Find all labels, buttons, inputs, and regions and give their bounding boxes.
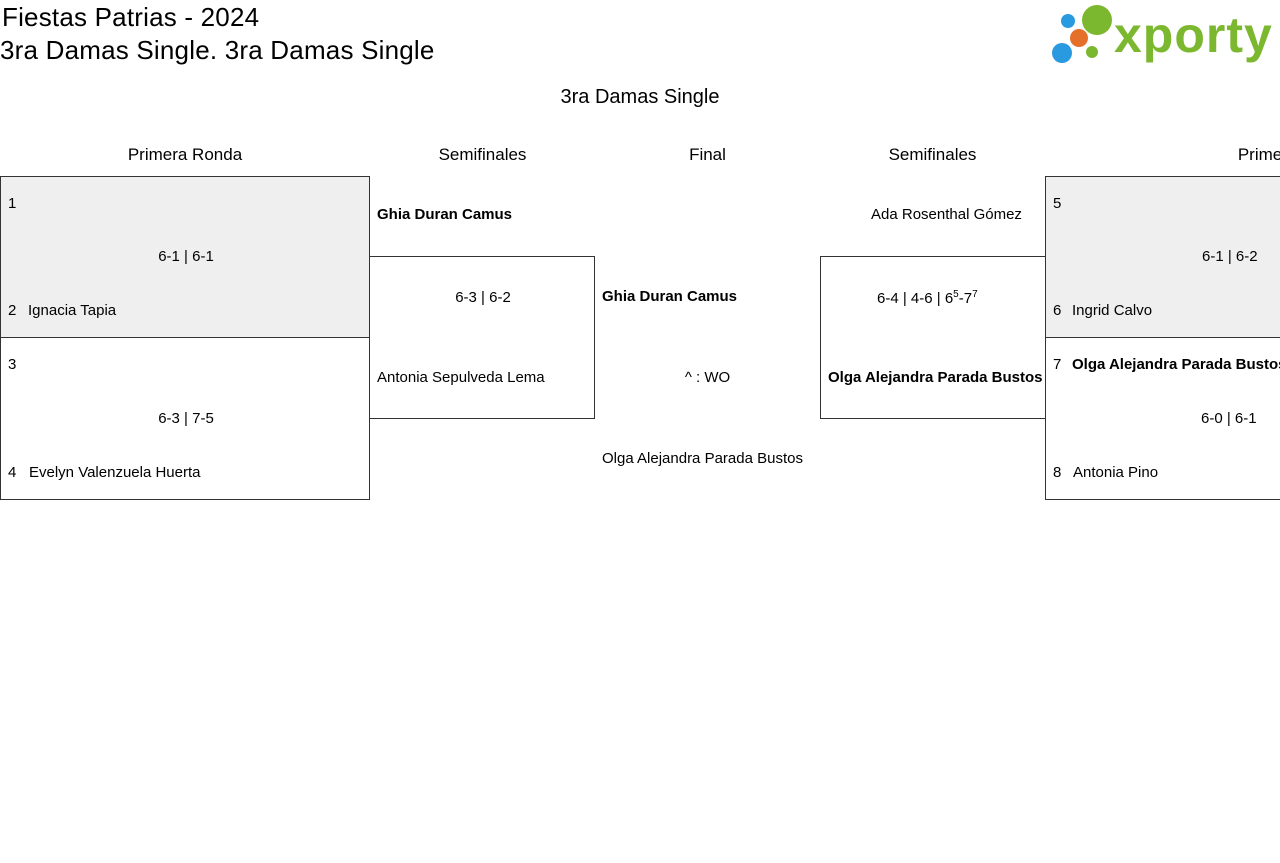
- right-first-match-1[interactable]: 5 6-1 | 6-2 6 Ingrid Calvo: [1045, 176, 1280, 338]
- seed-number: 5: [1053, 195, 1062, 212]
- seed-number: 8: [1053, 464, 1062, 481]
- score-prefix: 6-4 | 4-6 | 6: [877, 290, 954, 307]
- round-header-right-semi: Semifinales: [888, 145, 977, 164]
- player-name[interactable]: Evelyn Valenzuela Huerta: [29, 464, 201, 481]
- seed-number: 2: [8, 302, 17, 319]
- round-header-final: Final: [689, 145, 726, 164]
- tiebreak-score: 5: [953, 289, 959, 300]
- left-first-match-2[interactable]: 3 6-3 | 7-5 4 Evelyn Valenzuela Huerta: [0, 337, 370, 500]
- logo-dot-green-small: [1086, 46, 1098, 58]
- right-semi-match[interactable]: 6-4 | 4-6 | 65-77 Olga Alejandra Parada …: [820, 256, 1046, 419]
- logo-dot-blue-small: [1061, 14, 1075, 28]
- player-name[interactable]: Antonia Pino: [1073, 464, 1159, 481]
- seed-number: 7: [1053, 356, 1062, 373]
- seed-number: 6: [1053, 302, 1062, 319]
- logo-dot-blue: [1052, 43, 1072, 63]
- logo-wordmark: xporty: [1114, 7, 1273, 63]
- match-score: 6-3 | 7-5: [158, 410, 214, 427]
- player-name[interactable]: Ingrid Calvo: [1072, 302, 1153, 319]
- score-mid: -7: [958, 290, 973, 307]
- right-semi-player-a[interactable]: Ada Rosenthal Gómez: [871, 206, 1022, 223]
- right-semi-player-b[interactable]: Olga Alejandra Parada Bustos: [828, 369, 1043, 386]
- bracket-title: 3ra Damas Single: [560, 86, 720, 108]
- match-score: 6-1 | 6-2: [1202, 248, 1258, 265]
- final-player-b[interactable]: Olga Alejandra Parada Bustos: [602, 450, 803, 467]
- match-score: 6-3 | 6-2: [455, 289, 511, 306]
- match-score: 6-4 | 4-6 | 65-77: [877, 289, 978, 308]
- xporty-logo[interactable]: xporty: [1050, 3, 1276, 67]
- match-score: 6-1 | 6-1: [158, 248, 214, 265]
- final-player-a[interactable]: Ghia Duran Camus: [602, 288, 738, 305]
- seed-number: 3: [8, 356, 17, 373]
- category-title: 3ra Damas Single. 3ra Damas Single: [0, 35, 435, 65]
- round-header-left-semi: Semifinales: [438, 145, 527, 164]
- left-first-match-1[interactable]: 1 6-1 | 6-1 2 Ignacia Tapia: [0, 176, 370, 338]
- round-header-left-first: Primera Ronda: [127, 145, 243, 164]
- tiebreak-score: 7: [972, 289, 978, 300]
- left-semi-player-b[interactable]: Antonia Sepulveda Lema: [377, 369, 545, 386]
- logo-dot-orange: [1070, 29, 1088, 47]
- seed-number: 4: [8, 464, 17, 481]
- seed-number: 1: [8, 195, 17, 212]
- left-semi-player-a[interactable]: Ghia Duran Camus: [377, 206, 513, 223]
- right-first-match-2[interactable]: 7 Olga Alejandra Parada Bustos 6-0 | 6-1…: [1045, 337, 1280, 500]
- tournament-title: Fiestas Patrias - 2024: [2, 2, 260, 32]
- final-score: ^ : WO: [684, 369, 731, 386]
- logo-dot-green: [1082, 5, 1112, 35]
- player-name[interactable]: Ignacia Tapia: [28, 302, 117, 319]
- match-score: 6-0 | 6-1: [1201, 410, 1257, 427]
- round-header-right-first: Primera Ronda: [1237, 145, 1280, 164]
- left-semi-match[interactable]: 6-3 | 6-2 Antonia Sepulveda Lema: [369, 256, 595, 419]
- player-name[interactable]: Olga Alejandra Parada Bustos: [1072, 356, 1280, 373]
- final-player-b-wrap: Olga Alejandra Parada Bustos: [602, 450, 820, 468]
